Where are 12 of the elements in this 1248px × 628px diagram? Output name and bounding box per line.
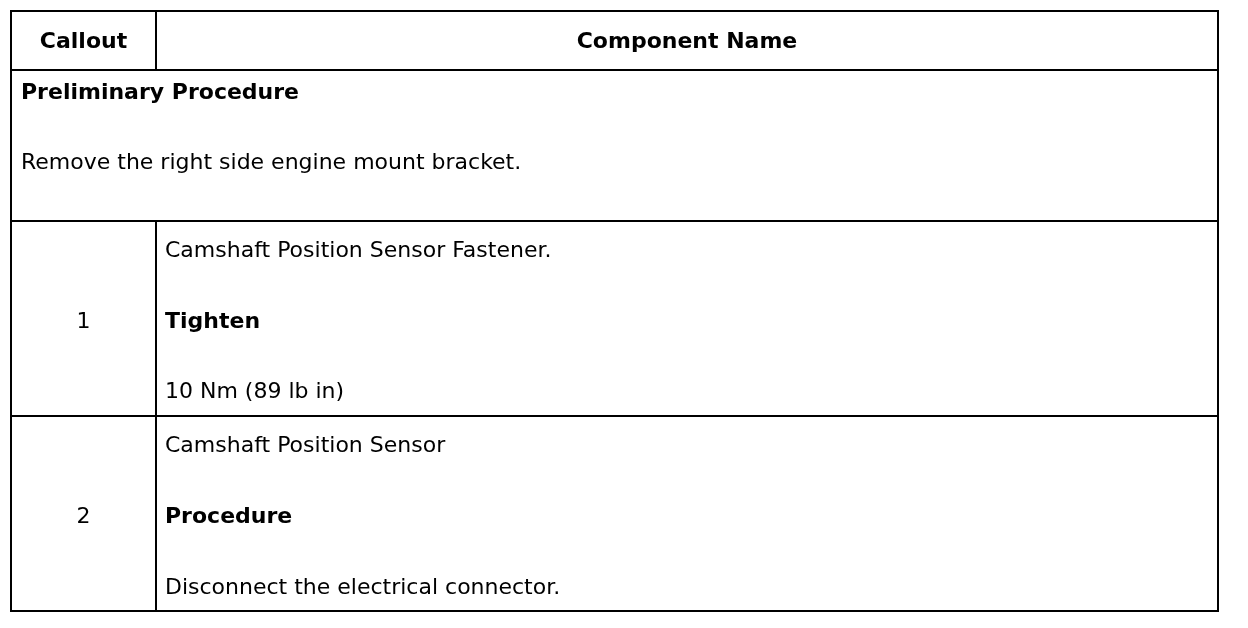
step-heading: Procedure (165, 502, 293, 530)
callout-number: 1 (76, 307, 91, 335)
component-name: Camshaft Position Sensor Fastener. (165, 236, 552, 264)
torque-value: 10 Nm (89 lb in) (165, 377, 345, 405)
instruction-text: Remove the right side engine mount bracket. (21, 148, 522, 176)
column-header: Callout (39, 27, 128, 55)
component-name: Camshaft Position Sensor (165, 431, 446, 459)
section-heading: Preliminary Procedure (21, 78, 300, 106)
instruction-text: Disconnect the electrical connector. (165, 573, 561, 601)
callout-number: 2 (76, 502, 91, 530)
column-header: Component Name (576, 27, 798, 55)
step-heading: Tighten (165, 307, 261, 335)
